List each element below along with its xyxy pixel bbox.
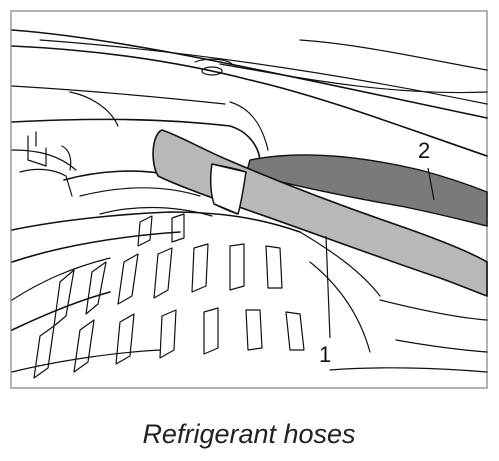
grille-slats [33, 213, 305, 379]
callout-1-leader [325, 235, 331, 339]
callout-label-2: 2 [418, 138, 430, 163]
refrigerant-hose-1 [152, 129, 488, 297]
callout-label-1: 1 [319, 342, 331, 367]
figure-caption: Refrigerant hoses [142, 419, 355, 449]
refrigerant-hose-2 [245, 154, 488, 227]
line-drawing [11, 29, 488, 379]
callout-2-leader [427, 167, 435, 201]
